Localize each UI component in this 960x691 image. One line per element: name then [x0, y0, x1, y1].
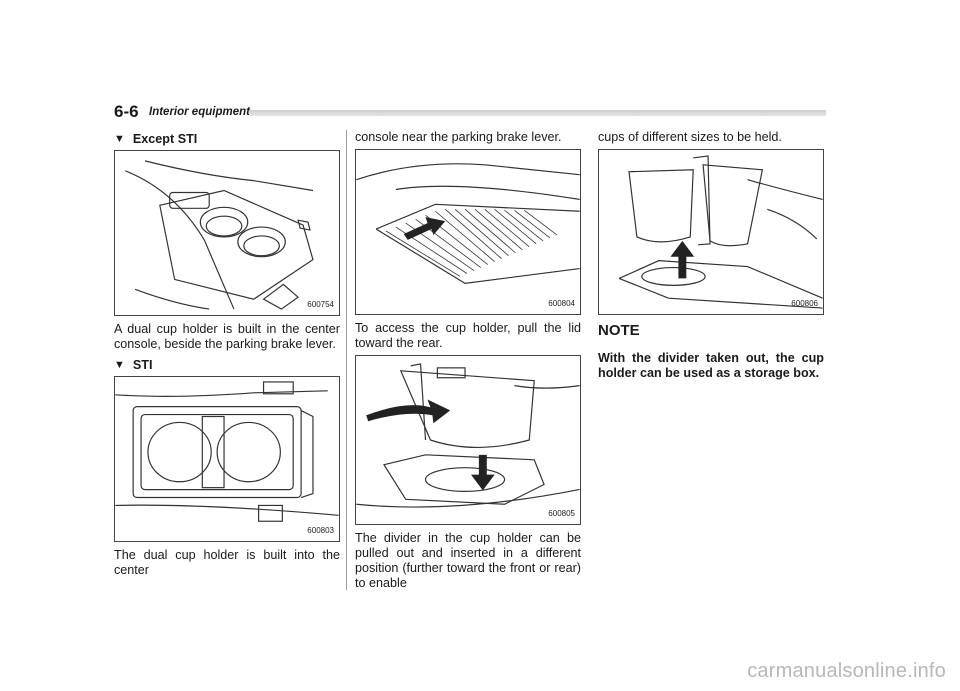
paragraph: To access the cup holder, pull the lid t… — [355, 321, 581, 350]
note-title: NOTE — [598, 322, 640, 339]
column-divider — [346, 130, 347, 590]
subheading-label: STI — [132, 357, 153, 372]
page-header: 6-6 Interior equipment — [114, 102, 826, 121]
cupholder-console-illustration — [125, 160, 314, 310]
triangle-marker-icon: ▼ — [114, 132, 125, 145]
figure-code: 600754 — [307, 300, 334, 309]
figure-cupholder-console: 600754 — [114, 150, 340, 316]
figure-divider-removed: 600806 — [598, 149, 824, 315]
section-title: Interior equipment — [149, 106, 250, 118]
figure-code: 600804 — [548, 299, 575, 308]
divider-removed-illustration — [618, 155, 823, 309]
figure-lid-slide: 600804 — [355, 149, 581, 315]
column-1: ▼ Except STI 600754 A dual cup holder is… — [114, 130, 340, 582]
paragraph: console near the parking brake lever. — [355, 130, 562, 144]
figure-cupholder-sti: 600803 — [114, 376, 340, 542]
watermark: carmanualsonline.info — [747, 660, 946, 682]
paragraph: The divider in the cup holder can be pul… — [355, 531, 581, 590]
subheading-except-sti: ▼ Except STI — [114, 130, 340, 148]
paragraph: cups of different sizes to be held. — [598, 130, 782, 144]
note-text: With the divider taken out, the cup hold… — [598, 350, 824, 380]
cupholder-sti-illustration — [115, 381, 339, 522]
divider-pull-illustration — [356, 363, 580, 508]
figure-code: 600803 — [307, 526, 334, 535]
triangle-marker-icon: ▼ — [114, 358, 125, 371]
figure-code: 600806 — [791, 299, 818, 308]
column-2: console near the parking brake lever. 60… — [355, 130, 581, 595]
figure-divider-pull: 600805 — [355, 355, 581, 525]
page-number: 6-6 — [114, 102, 139, 121]
subheading-label: Except STI — [132, 131, 198, 146]
column-3: cups of different sizes to be held. 6008… — [598, 130, 824, 393]
header-rule — [249, 110, 826, 116]
lid-slide-illustration — [356, 163, 580, 284]
paragraph: A dual cup holder is built in the center… — [114, 322, 340, 351]
subheading-sti: ▼ STI — [114, 356, 340, 374]
paragraph: The dual cup holder is built into the ce… — [114, 548, 340, 577]
figure-code: 600805 — [548, 509, 575, 518]
